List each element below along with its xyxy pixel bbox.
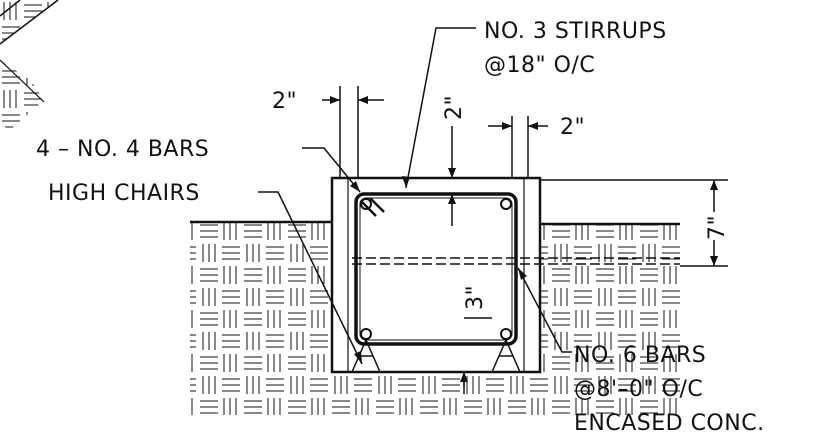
leader-high-chairs [258, 191, 363, 365]
bars-label-line1: NO. 6 BARS [574, 343, 706, 368]
high-chairs-label: HIGH CHAIRS [48, 181, 200, 206]
top-bar-right [500, 198, 512, 210]
soil-left [190, 223, 332, 415]
top-bar-marker [361, 197, 385, 217]
leader-top-bars [302, 147, 361, 193]
dim-left-top-label: 2" [272, 89, 297, 114]
leader-no6-bars [517, 267, 572, 353]
stirrup [354, 192, 518, 346]
corner-slab-fragment [0, 0, 59, 130]
stirrups-label-line2: @18" O/C [484, 53, 595, 78]
dim-bottom-cover-label: 3" [463, 285, 488, 310]
dim-height-label: 7" [705, 215, 730, 240]
top-bar-left [360, 198, 372, 210]
dim-top-cover-label: 2" [442, 95, 467, 120]
soil-right [540, 225, 680, 415]
dim-right-cover [488, 116, 548, 178]
dim-right-top-label: 2" [560, 115, 585, 140]
dim-bottom-cover [460, 317, 492, 394]
bars-label-line2: @8'–0" O/C [574, 377, 703, 402]
no6-bar [352, 257, 680, 265]
bars-label-line3: ENCASED CONC. [574, 411, 765, 436]
dim-top-cover [440, 126, 464, 226]
dim-height [540, 179, 728, 267]
high-chair-right [491, 338, 521, 373]
top-bars-label: 4 – NO. 4 BARS [36, 137, 209, 162]
soil-below [332, 372, 540, 415]
dim-left-cover [322, 86, 384, 178]
leader-stirrups [402, 27, 476, 189]
stirrups-label-line1: NO. 3 STIRRUPS [484, 19, 667, 44]
